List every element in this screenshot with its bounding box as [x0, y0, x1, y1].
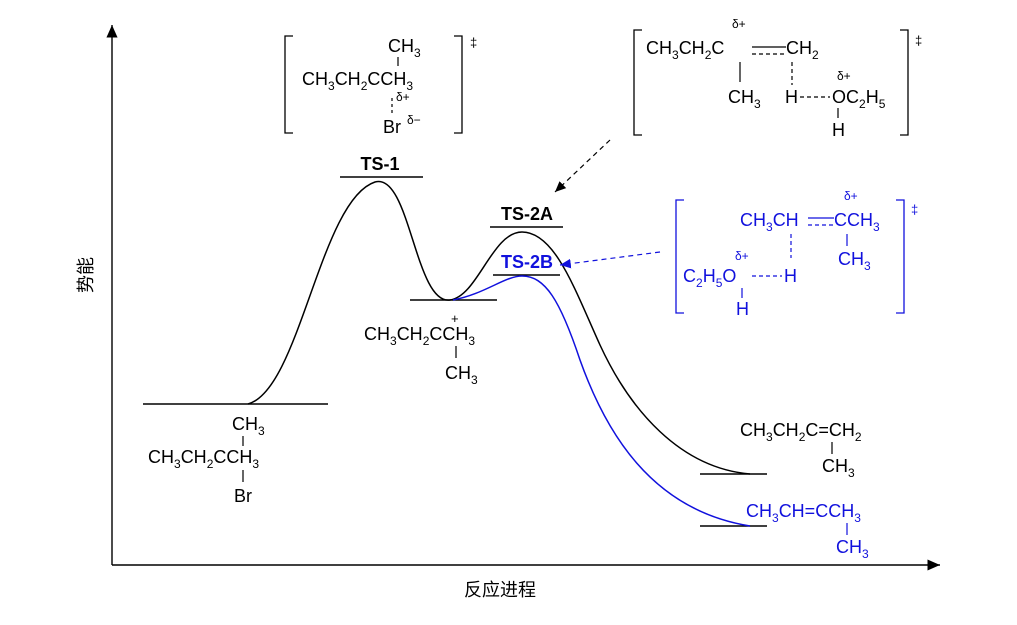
- ts2b-delta-plus-c: δ+: [844, 189, 858, 203]
- carbocation-methyl: CH3: [445, 363, 478, 387]
- axes: 势能 反应进程: [76, 25, 940, 600]
- product-b-structure: CH3CH=CCH3 CH3: [746, 501, 869, 561]
- ts2a-methyl: CH3: [728, 87, 761, 111]
- ts1-methyl-top: CH3: [388, 36, 421, 60]
- ts1-delta-minus: δ−: [407, 113, 421, 127]
- ts1-label: TS-1: [360, 154, 399, 174]
- ts2a-structure: ‡ δ+ CH3CH2C CH2 CH3 H δ+ OC2H5 H: [633, 17, 922, 140]
- product-a-chain: CH3CH2C=CH2: [740, 420, 862, 444]
- ts2b-oh-h: H: [736, 299, 749, 319]
- ts2a-pointer-arrow: [554, 139, 611, 193]
- reactant-methyl-top: CH3: [232, 414, 265, 438]
- reactant-structure: CH3 CH3CH2CCH3 Br: [148, 414, 265, 506]
- product-a-methyl: CH3: [822, 456, 855, 480]
- ts2a-right-bracket: [900, 29, 909, 136]
- ts2a-delta-plus-o: δ+: [837, 69, 851, 83]
- ts2b-right-bracket: [896, 199, 905, 314]
- ts1-dagger: ‡: [470, 35, 477, 50]
- ts2b-ethanol: C2H5O: [683, 266, 736, 290]
- product-b-chain: CH3CH=CCH3: [746, 501, 861, 525]
- carbocation-chain: CH3CH2CCH3: [364, 324, 475, 348]
- ts1-delta-plus: δ+: [396, 90, 410, 104]
- ts2a-oh-h: H: [832, 120, 845, 140]
- blue-reaction-curve: [452, 275, 751, 527]
- carbocation-structure: + CH3CH2CCH3 CH3: [364, 311, 478, 387]
- ts1-left-bracket: [284, 35, 293, 134]
- ts2a-chain: CH3CH2C: [646, 38, 724, 62]
- ts2a-label: TS-2A: [501, 204, 553, 224]
- ts2b-methyl: CH3: [838, 249, 871, 273]
- ts2b-chain-right: CCH3: [834, 210, 880, 234]
- ts1-right-bracket: [454, 35, 463, 134]
- product-a-structure: CH3CH2C=CH2 CH3: [740, 420, 862, 480]
- ts2b-delta-plus-o: δ+: [735, 249, 749, 263]
- ts1-bromine: Br: [383, 117, 401, 137]
- ts1-structure: ‡ CH3 CH3CH2CCH3 δ+ Br δ−: [284, 35, 477, 137]
- reactant-bromine: Br: [234, 486, 252, 506]
- reactant-chain: CH3CH2CCH3: [148, 447, 259, 471]
- ts2b-chain-left: CH3CH: [740, 210, 799, 234]
- ts2b-h-transfer: H: [784, 266, 797, 286]
- ts2a-h-transfer: H: [785, 87, 798, 107]
- ts2a-delta-plus-c: δ+: [732, 17, 746, 31]
- ts2b-structure: ‡ δ+ CH3CH CCH3 CH3 δ+ C2H5O H H: [675, 189, 918, 319]
- energy-levels: [143, 176, 767, 527]
- ts2a-dagger: ‡: [915, 33, 922, 48]
- ts2b-pointer-arrow: [559, 251, 661, 269]
- black-reaction-curve: [247, 181, 751, 475]
- x-axis-label: 反应进程: [464, 580, 536, 600]
- ts2a-alkene-end: CH2: [786, 38, 819, 62]
- ts2b-label: TS-2B: [501, 252, 553, 272]
- ts2a-left-bracket: [633, 29, 642, 136]
- ts2a-ethanol: OC2H5: [832, 87, 886, 111]
- ts2b-dagger: ‡: [911, 202, 918, 217]
- carbocation-charge: +: [451, 311, 459, 326]
- product-b-methyl: CH3: [836, 537, 869, 561]
- ts1-chain: CH3CH2CCH3: [302, 69, 413, 93]
- y-axis-label: 势能: [76, 257, 96, 293]
- ts2b-left-bracket: [675, 199, 684, 314]
